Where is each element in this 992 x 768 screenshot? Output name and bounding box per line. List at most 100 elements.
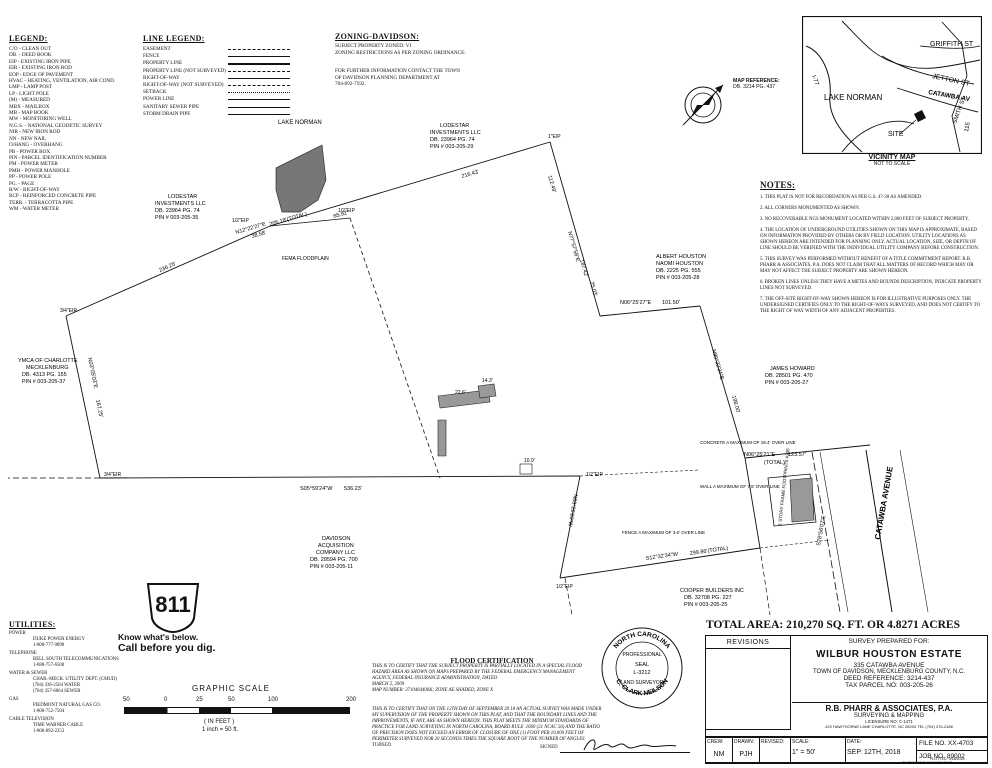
call-811-line1: Know what's below.	[118, 632, 199, 642]
brg-total: (TOTAL)	[764, 460, 785, 466]
crew-label: CREW:	[707, 739, 724, 745]
notes-block: NOTES: 1. THIS PLAT IS NOT FOR RECORDATI…	[760, 180, 982, 320]
scale-cell: SCALE: 1" = 50'	[790, 737, 846, 764]
title-divider	[792, 702, 988, 703]
revised-cell: REVISED:	[759, 737, 791, 764]
note-item: 3. NO RECOVERABLE NGS MONUMENT LOCATED W…	[760, 217, 970, 222]
date-value: SEP. 12TH, 2018	[847, 749, 901, 756]
client-address: 335 CATAWBA AVENUE	[853, 662, 925, 669]
call-811-number: 811	[155, 592, 191, 617]
file-value: XX-4703	[947, 740, 974, 747]
legend-title: LEGEND:	[9, 34, 48, 43]
note-item: 2. ALL CORNERS MONUMENTED AS SHOWN.	[760, 206, 860, 211]
line-legend-item: POWER LINE	[143, 96, 303, 103]
bottom-row: CREW: NM DRAWN: PJH REVISED: SCALE: 1" =…	[705, 736, 988, 764]
zoning-title: ZONING-DAVIDSON:	[335, 32, 420, 41]
utility-line: CHAR.-MECK. UTILITY DEPT. (CMUD)	[33, 677, 117, 682]
brg-s78: S78°56'07"E	[816, 515, 827, 547]
line-legend-label: STORM DRAIN PIPE	[143, 110, 191, 117]
eir-se: 1/2"EIP	[556, 584, 573, 590]
utility-name: GAS	[9, 697, 19, 702]
line-legend-label: PROPERTY LINE	[143, 60, 183, 67]
legend-item: PP - POWER POLE	[9, 174, 52, 181]
revisions-header: REVISIONS	[705, 635, 791, 649]
brg-d75: 75.03'	[588, 281, 598, 297]
zoning-block: ZONING-DAVIDSON: SUBJECT PROPERTY ZONED:…	[335, 32, 505, 88]
drawn-value: PJH	[739, 751, 753, 758]
utility-line: (704) 357-6064 SEWER	[33, 689, 81, 694]
zoning-line-5: 704-892-7592.	[335, 81, 366, 88]
line-legend-item: SETBACK	[143, 89, 303, 96]
albert-4: PIN # 003-205-28	[656, 275, 699, 281]
brg-s12: S12°32'34"W	[645, 551, 679, 562]
call-811-logo: 811 Know what's below. Call before you d…	[118, 578, 228, 654]
line-legend-item: EASEMENT	[143, 46, 303, 53]
deed-reference: DEED REFERENCE: 3214-437	[843, 675, 935, 682]
road-label: CATAWBA AVENUE	[873, 465, 895, 540]
wall-note: WALL A MAXIMUM OF 7.5' OVER LINE	[700, 484, 780, 489]
utility-name: POWER	[9, 631, 26, 636]
concrete-note: CONCRETE A MAXIMUM OF 18.4' OVER LINE	[700, 440, 796, 445]
line-sample-icon	[228, 84, 290, 86]
scale-tick-2: 25	[196, 697, 203, 703]
line-sample-icon	[228, 106, 290, 108]
utility-line: 1-800-752-7504	[33, 709, 65, 714]
brg-left-d: 167.25'	[94, 399, 104, 418]
albert-3: DB. 2225 PG. 555	[656, 268, 701, 274]
brg-d187: 187.42'	[578, 259, 589, 278]
lodestar-left-2: INVESTMENTS LLC	[155, 201, 206, 207]
zoning-line-3: FOR FURTHER INFORMATION CONTACT THE TOWN	[335, 68, 460, 75]
line-legend-item: STORM DRAIN PIPE	[143, 111, 303, 118]
firm-name: R.B. PHARR & ASSOCIATES, P.A.	[825, 704, 953, 713]
line-legend-label: FENCE	[143, 53, 160, 60]
file-label: FILE NO.	[919, 740, 947, 747]
legend-item: WM - WATER METER	[9, 206, 59, 213]
legend-item: DB. - DEED BOOK	[9, 52, 52, 59]
brg-left-dist: 236.25'	[158, 261, 177, 274]
vm-i77: I-77	[810, 75, 819, 87]
line-sample-icon	[228, 113, 290, 115]
note-item: 6. BROKEN LINES UNLESS THEY HAVE A METES…	[760, 280, 982, 291]
legend-item: LMP - LAMP POST	[9, 84, 52, 91]
note-item: 7. THE OFF-SITE RIGHT-OF-WAY SHOWN HEREO…	[760, 297, 981, 314]
line-sample-icon	[228, 63, 290, 66]
brg-n77: N77°57'58"E	[566, 231, 580, 263]
survey-certification: THIS IS TO CERTIFY THAT ON THE 12TH DAY …	[372, 707, 602, 749]
line-legend-label: PROPERTY LINE (NOT SURVEYED)	[143, 67, 226, 74]
notes-title: NOTES:	[760, 180, 796, 190]
eir-34-left: 3/4"EIR	[60, 308, 77, 314]
davidson-1: DAVIDSON	[322, 536, 350, 542]
line-sample-icon	[228, 70, 290, 72]
line-legend-item: SANITARY SEWER PIPE	[143, 104, 303, 111]
line-legend-label: SETBACK	[143, 89, 167, 96]
signature-icon	[583, 739, 677, 751]
utility-line: 1-800-892-2253	[33, 729, 65, 734]
utility-line: BELL SOUTH TELECOMMUNICATIONS	[33, 657, 119, 662]
flood-title: FLOOD CERTIFICATION	[450, 657, 534, 665]
plat-lake-norman: LAKE NORMAN	[278, 120, 322, 126]
utility-name: TELEPHONE	[9, 651, 37, 656]
plotted: PLOTTED: 9/18/2018	[930, 757, 965, 761]
zoning-line-1: SUBJECT PROPERTY ZONED: VI	[335, 43, 412, 50]
albert-2: NAOMI HOUSTON	[656, 261, 703, 267]
date-cell: DATE: SEP. 12TH, 2018	[845, 737, 917, 764]
job-label: JOB NO.	[919, 753, 946, 760]
tax-parcel: TAX PARCEL NO: 003-205-26	[845, 682, 933, 689]
vicinity-subtitle: NOT TO SCALE	[873, 161, 911, 167]
prepared-for: SURVEY PREPARED FOR:	[848, 638, 930, 645]
bldg-1: 22.6'	[455, 390, 466, 396]
fence-note: FENCE A MAXIMUM OF 3.6' OVER LINE	[622, 530, 705, 535]
revisions-title: REVISIONS	[726, 639, 770, 646]
legend-item: NN - NEW NAIL	[9, 135, 47, 142]
vm-griffith: GRIFFITH ST	[930, 41, 974, 48]
scale-tick-4: 100	[268, 697, 279, 703]
scale-tick-1: 0	[164, 697, 168, 703]
utility-line: (704) 336-2564 WATER	[33, 683, 81, 688]
eir-34-bottom: 3/4"EIR	[104, 472, 121, 478]
brg-n06a: N06°25'27"E	[620, 300, 652, 306]
floodplain-label: FEMA FLOODPLAIN	[282, 256, 329, 262]
eir-south: 1/2"EIP	[586, 472, 603, 478]
utility-name: CABLE TELEVISION	[9, 717, 54, 722]
title-block: REVISIONS SURVEY PREPARED FOR: WILBUR HO…	[705, 635, 988, 764]
